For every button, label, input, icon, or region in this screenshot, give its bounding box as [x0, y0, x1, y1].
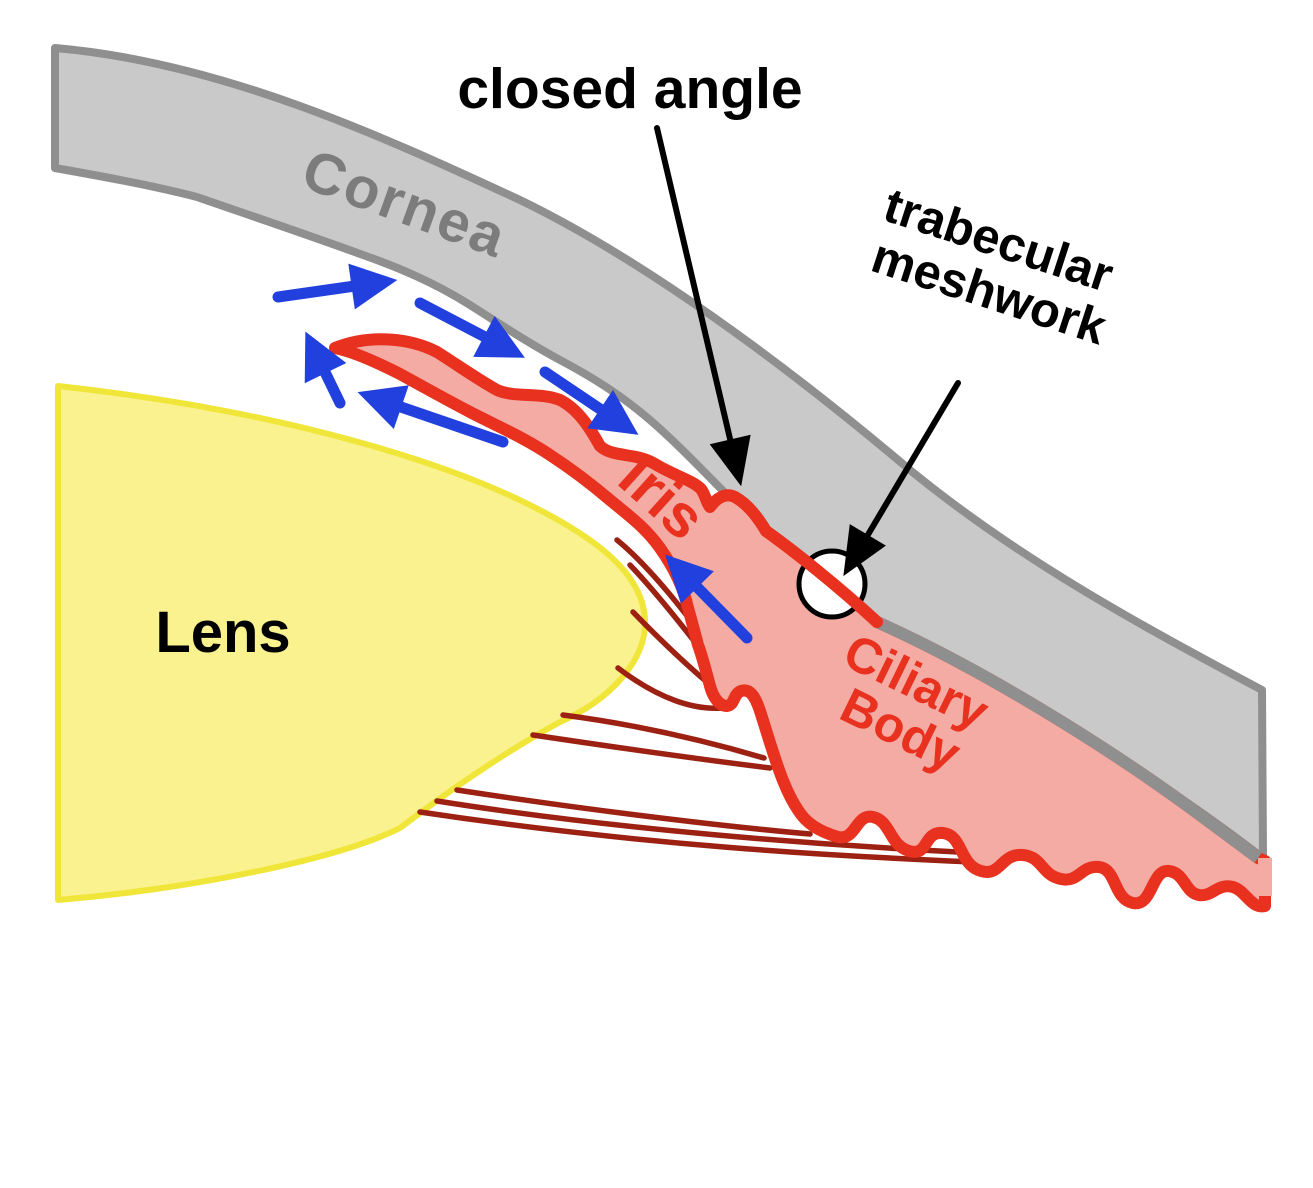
cornea-inner-border: [874, 616, 1262, 863]
closed-angle-pointer: [654, 125, 751, 487]
zonule-fiber: [530, 732, 773, 771]
zonule-fiber: [454, 787, 813, 837]
aqueous-flow-arrow: [414, 297, 525, 358]
lens-shape: [55, 383, 649, 903]
aqueous-flow-arrow: [304, 331, 347, 409]
aqueous-flow-arrows: [272, 263, 753, 644]
iris-cornea-contact-band: [760, 525, 883, 628]
aqueous-flow-arrow: [357, 385, 509, 448]
closed-angle-label: closed angle: [457, 57, 802, 121]
iris-ciliary-body-shape: [329, 333, 1271, 913]
zonule-fiber: [615, 665, 725, 711]
zonule-fiber: [417, 809, 977, 865]
trabecular-meshwork-label: trabecular meshwork: [861, 178, 1132, 356]
trabecular-meshwork-pointer: [843, 380, 961, 577]
aqueous-flow-arrow: [272, 263, 398, 310]
aqueous-flow-arrow: [665, 554, 753, 644]
lens-label: Lens: [155, 600, 290, 665]
zonule-fiber: [560, 712, 767, 761]
aqueous-flow-arrow: [539, 366, 639, 435]
